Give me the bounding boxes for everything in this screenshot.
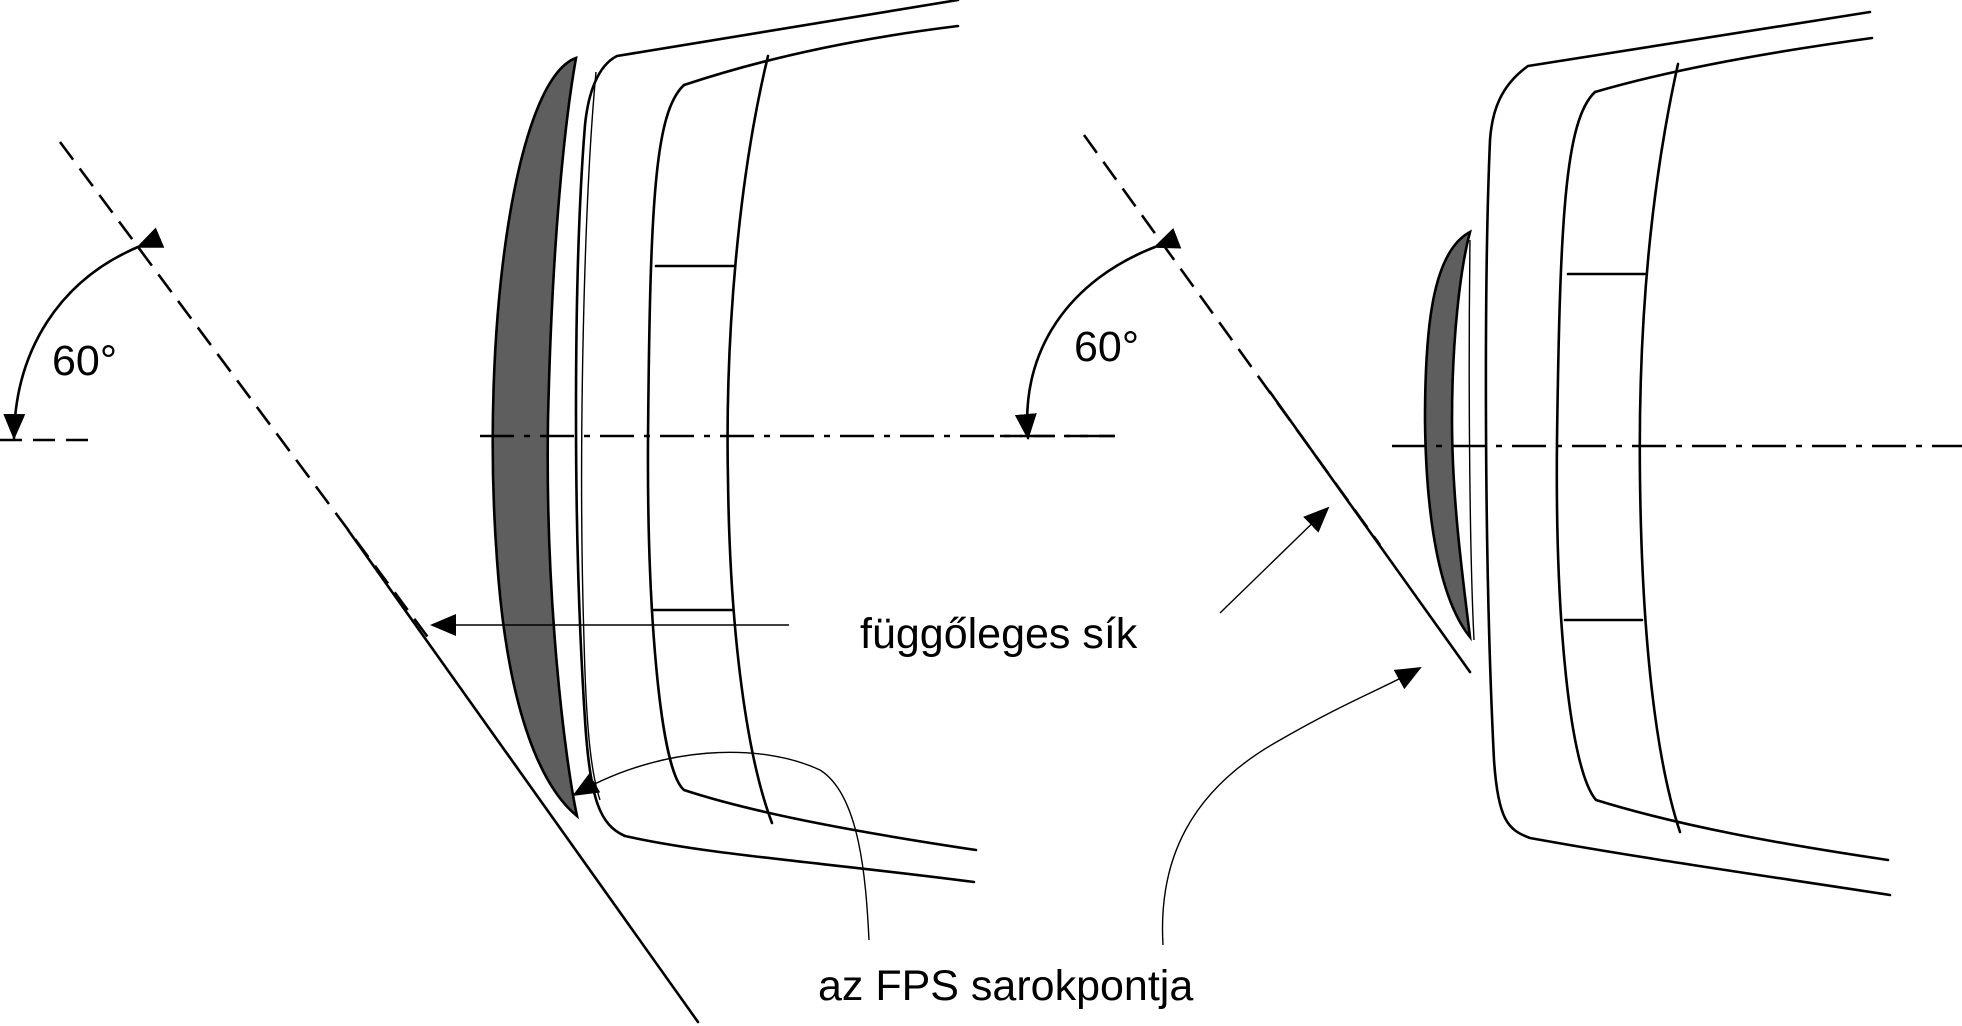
right-figure xyxy=(1000,10,1962,946)
right-fps-leader xyxy=(1161,667,1422,946)
left-inner-thin-line xyxy=(580,71,601,801)
right-inner-thin-line xyxy=(1468,239,1475,641)
left-angle-label: 60° xyxy=(52,337,117,385)
right-angle-arc xyxy=(1014,228,1182,440)
right-plane-dashed xyxy=(1082,134,1382,546)
left-fps-leader xyxy=(572,751,870,941)
left-plane-solid xyxy=(346,528,700,1024)
left-housing-outer xyxy=(574,0,976,884)
right-housing-top-line xyxy=(1593,36,1874,94)
fps-corner-point-label: az FPS sarokpontja xyxy=(818,962,1193,1010)
left-angle-arc xyxy=(3,227,165,440)
left-housing-inner xyxy=(646,83,978,852)
left-plane-dashed xyxy=(58,141,432,641)
right-lens xyxy=(1423,229,1473,642)
left-lens xyxy=(491,56,580,820)
right-angle-label: 60° xyxy=(1074,323,1139,371)
right-housing-inner xyxy=(1555,90,1890,862)
right-bezel-curve xyxy=(1638,62,1682,834)
left-housing-top-line xyxy=(682,24,960,87)
vertical-plane-label: függőleges sík xyxy=(860,610,1138,658)
right-plane-solid xyxy=(1268,390,1472,674)
right-housing-outer xyxy=(1484,10,1892,897)
left-bezel-curve xyxy=(726,54,774,825)
right-vertical-plane-arrow xyxy=(1219,506,1330,614)
left-figure xyxy=(0,0,1115,1024)
